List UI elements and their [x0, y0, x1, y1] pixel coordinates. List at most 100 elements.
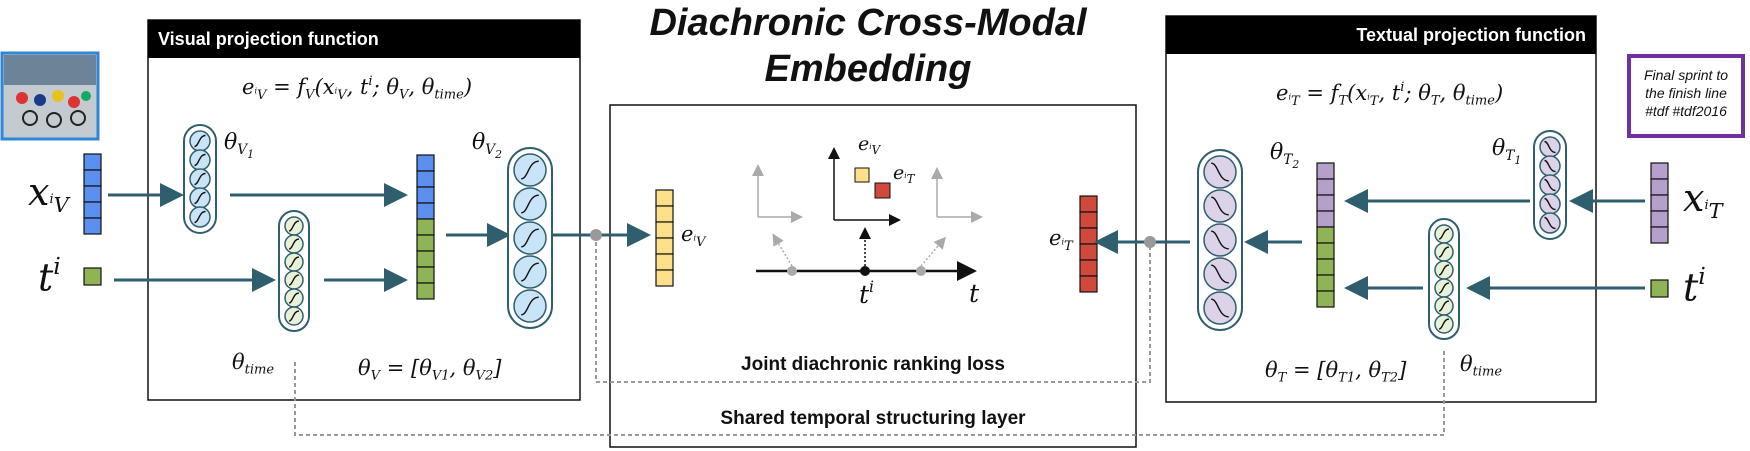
visual-concat-cell	[416, 170, 435, 188]
theta-t2-layer	[1197, 149, 1243, 331]
activation-curve-icon	[194, 191, 206, 205]
activation-curve-icon	[288, 238, 300, 250]
axes-current	[828, 147, 901, 226]
center-panel-border	[609, 104, 1137, 448]
visual-equation: eiV = fV(xiV, ti; θV, θtime)	[242, 74, 473, 103]
et-cell	[1079, 195, 1098, 213]
visual-concat-cell	[416, 234, 435, 252]
theta-t1-layer	[1533, 130, 1567, 240]
ev-cell	[655, 253, 674, 271]
activation-curve-icon	[194, 210, 206, 224]
textual-input-cell	[1650, 162, 1669, 180]
timeline-point-prev	[787, 266, 797, 276]
activation-curve-icon	[194, 172, 206, 186]
visual-input-t-label: ti	[38, 252, 61, 300]
shared-layer-dashed-line	[294, 350, 1445, 436]
textual-input-cell	[1650, 178, 1669, 196]
visual-input-cell	[83, 169, 102, 187]
caption-line2: the finish line	[1645, 85, 1727, 101]
et-cell	[1079, 275, 1098, 293]
theta-t2-neuron	[1203, 257, 1237, 291]
activation-curve-icon	[1211, 264, 1229, 284]
activation-curve-icon	[1544, 140, 1556, 154]
theta-t2-neuron	[1203, 189, 1237, 223]
theta-v1-neuron	[189, 206, 211, 228]
textual-concat-cell	[1316, 210, 1335, 228]
textual-concat-cell	[1316, 194, 1335, 212]
dotted-up-next	[920, 236, 946, 267]
dotted-up-prev	[772, 233, 793, 267]
theta-t1-label: θT1	[1492, 136, 1522, 167]
visual-time-input-cell	[83, 267, 102, 286]
et-embedding-vector	[1079, 195, 1098, 293]
textual-concat-cell	[1316, 162, 1335, 180]
ranking-loss-dashed-line	[595, 235, 1151, 383]
textual-concat-cell	[1316, 258, 1335, 276]
diagram-title-line2: Embedding	[764, 48, 972, 90]
ev-plot-label: eiV	[858, 133, 881, 158]
theta-t1-neuron	[1539, 155, 1561, 177]
theta-v1-neuron	[189, 168, 211, 190]
ev-point-square	[854, 167, 870, 183]
activation-curve-icon	[521, 194, 539, 214]
et-cell	[1079, 259, 1098, 277]
caption-line3: #tdf #tdf2016	[1645, 103, 1727, 119]
activation-curve-icon	[288, 310, 300, 322]
activation-curve-icon	[1211, 196, 1229, 216]
textual-concat-cell	[1316, 242, 1335, 260]
caption-line1: Final sprint to	[1643, 67, 1729, 83]
timeline-point-current	[860, 266, 870, 276]
theta-v2-neuron	[513, 221, 547, 255]
visual-input-cell	[83, 217, 102, 235]
visual-concat-vector	[416, 154, 435, 300]
activation-curve-icon	[288, 292, 300, 304]
activation-curve-icon	[288, 220, 300, 232]
visual-param-equation: θV = [θV1, θV2]	[358, 356, 502, 384]
theta-v2-neuron	[513, 255, 547, 289]
visual-input-cell	[83, 153, 102, 171]
et-cell	[1079, 211, 1098, 229]
theta-v2-neuron	[513, 153, 547, 187]
visual-panel-title: Visual projection function	[148, 20, 580, 58]
axes-prev	[752, 164, 803, 223]
theta-v1-neuron	[189, 130, 211, 152]
ev-cell	[655, 189, 674, 207]
theta-v1-neuron	[189, 187, 211, 209]
activation-curve-icon	[1544, 197, 1556, 211]
theta-time-textual-layer	[1428, 218, 1460, 340]
theta-t1-neuron	[1539, 193, 1561, 215]
textual-input-vector	[1650, 162, 1669, 244]
theta-time-visual-label: θtime	[232, 350, 275, 378]
textual-input-cell	[1650, 210, 1669, 228]
visual-concat-cell	[416, 266, 435, 284]
activation-curve-icon	[1544, 216, 1556, 230]
activation-curve-icon	[1211, 162, 1229, 182]
textual-time-input-cell	[1650, 279, 1669, 298]
activation-curve-icon	[1438, 228, 1450, 240]
activation-curve-icon	[1438, 318, 1450, 330]
textual-input-cell	[1650, 194, 1669, 212]
activation-curve-icon	[288, 256, 300, 268]
activation-curve-icon	[1438, 246, 1450, 258]
ev-cell	[655, 237, 674, 255]
et-point-square	[874, 182, 891, 199]
theta-time-visual-layer	[278, 210, 310, 332]
et-label: eiT	[1049, 226, 1073, 254]
theta-t1-neuron	[1539, 136, 1561, 158]
activation-curve-icon	[1211, 298, 1229, 318]
textual-concat-cell	[1316, 226, 1335, 244]
shared-layer-label: Shared temporal structuring layer	[720, 408, 1026, 429]
diagram-title: Diachronic Cross-Modal Embedding	[548, 0, 1188, 92]
theta-v1-layer	[183, 124, 217, 234]
textual-concat-cell	[1316, 290, 1335, 308]
theta-v2-neuron	[513, 289, 547, 323]
theta-v2-label: θV2	[472, 130, 503, 161]
activation-curve-icon	[521, 160, 539, 180]
activation-curve-icon	[1438, 264, 1450, 276]
theta-v2-neuron	[513, 187, 547, 221]
ev-cell	[655, 269, 674, 287]
textual-input-x-label: xiT	[1683, 176, 1723, 224]
et-cell	[1079, 227, 1098, 245]
theta-v1-neuron	[189, 149, 211, 171]
visual-concat-cell	[416, 202, 435, 220]
